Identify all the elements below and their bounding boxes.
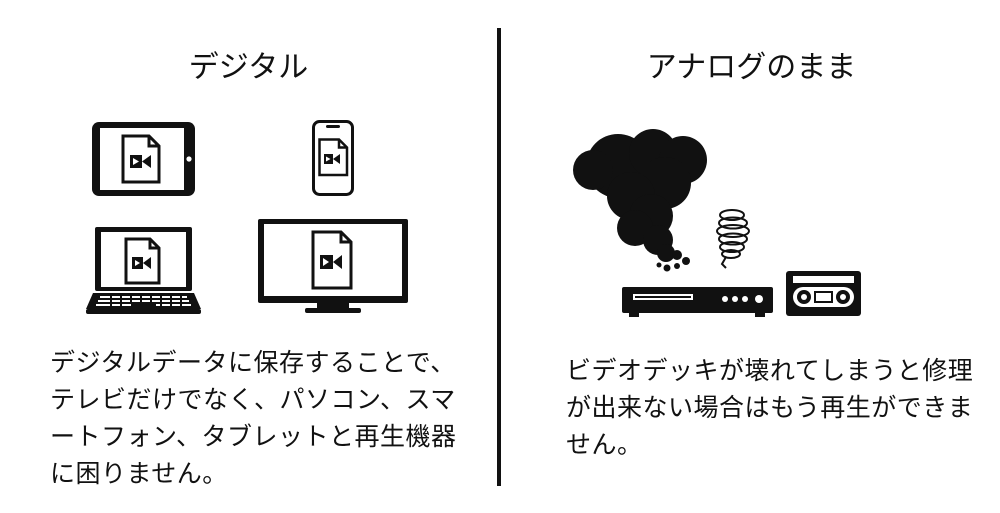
vcr-player-icon [622,287,773,317]
digital-description: デジタルデータに保存することで、 テレビだけでなく、パソコン、スマ ートフォン、… [50,348,457,488]
tv-monitor-icon [258,219,408,313]
analog-description: ビデオデッキが壊れてしまうと修理 が出来ない場合はもう再生ができま せん。 [566,356,974,459]
laptop-icon [86,227,201,314]
smoke-cloud-icon [573,129,707,272]
digital-heading: デジタル [188,50,309,85]
vhs-cassette-icon [786,271,861,316]
analog-panel: アナログのまま [503,0,1000,513]
analog-heading: アナログのまま [646,50,857,85]
center-divider [497,28,501,486]
tablet-icon [92,122,195,196]
smartphone-icon [312,120,354,196]
spring-coil-icon [716,209,750,269]
digital-panel: デジタル [0,0,497,513]
